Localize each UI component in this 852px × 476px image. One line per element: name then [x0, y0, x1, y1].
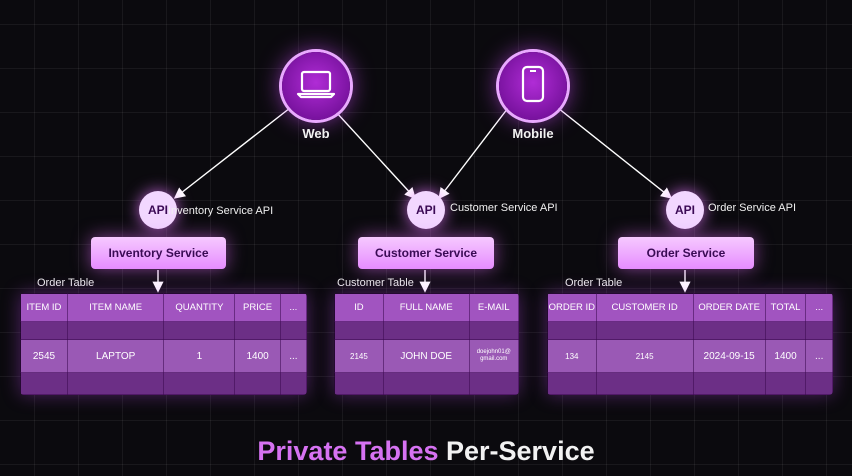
- table-header-row: ITEM ID ITEM NAME QUANTITY PRICE ...: [20, 293, 307, 322]
- order-api-label: Order Service API: [708, 202, 797, 214]
- laptop-icon: [296, 68, 336, 105]
- slide-title: Private Tables Per-Service: [0, 436, 852, 467]
- table-cell: 134: [547, 339, 597, 373]
- inventory-api-node: API: [139, 191, 177, 229]
- table-cell: 2145: [334, 339, 384, 373]
- customer-api-label: Customer Service API: [450, 202, 558, 214]
- column-header: ITEM NAME: [66, 293, 165, 322]
- arrow-web-to-inventory-api: [173, 107, 291, 199]
- customer-table: ID FULL NAME E-MAIL 2145 JOHN DOE doejoh…: [334, 293, 519, 395]
- table-row: 2145 JOHN DOE doejohn01@ gmail.com: [334, 339, 519, 373]
- arrow-mobile-to-customer-api: [438, 107, 509, 200]
- mobile-client-node: [499, 52, 567, 120]
- column-header: PRICE: [234, 293, 281, 322]
- column-header: ID: [334, 293, 384, 322]
- table-row: 134 2145 2024-09-15 1400 ...: [547, 339, 833, 373]
- customer-api-node: API: [407, 191, 445, 229]
- table-cell: 1400: [234, 339, 281, 373]
- table-cell: 2545: [20, 339, 68, 373]
- order-api-node: API: [666, 191, 704, 229]
- smartphone-icon: [520, 65, 546, 108]
- inventory-table-caption: Order Table: [37, 277, 95, 289]
- table-spacer-row: [20, 372, 307, 395]
- title-accent: Private Tables: [257, 436, 439, 466]
- table-cell: 1400: [764, 339, 807, 373]
- table-cell: 2024-09-15: [692, 339, 766, 373]
- inventory-order-table: ITEM ID ITEM NAME QUANTITY PRICE ... 254…: [20, 293, 307, 395]
- column-header: ORDER DATE: [692, 293, 766, 322]
- order-service-box: Order Service: [618, 237, 754, 269]
- table-header-row: ID FULL NAME E-MAIL: [334, 293, 519, 322]
- column-header: QUANTITY: [163, 293, 236, 322]
- column-header: FULL NAME: [382, 293, 470, 322]
- table-cell: doejohn01@ gmail.com: [468, 339, 519, 373]
- table-cell: ...: [279, 339, 307, 373]
- web-client-label: Web: [302, 126, 330, 141]
- customer-service-box: Customer Service: [358, 237, 494, 269]
- column-header: ORDER ID: [547, 293, 597, 322]
- table-spacer-row: [547, 321, 833, 340]
- arrow-web-to-customer-api: [335, 111, 416, 200]
- column-header: CUSTOMER ID: [595, 293, 694, 322]
- table-spacer-row: [334, 321, 519, 340]
- column-header: ITEM ID: [20, 293, 68, 322]
- arrow-mobile-to-order-api: [557, 107, 673, 199]
- table-spacer-row: [334, 372, 519, 395]
- customer-table-caption: Customer Table: [337, 277, 414, 289]
- table-row: 2545 LAPTOP 1 1400 ...: [20, 339, 307, 373]
- web-client-node: [282, 52, 350, 120]
- table-cell: LAPTOP: [66, 339, 165, 373]
- mobile-client-label: Mobile: [512, 126, 554, 141]
- inventory-api-label: Inventory Service API: [168, 205, 274, 217]
- column-header: ...: [805, 293, 833, 322]
- table-cell: JOHN DOE: [382, 339, 470, 373]
- table-cell: ...: [805, 339, 833, 373]
- column-header: ...: [279, 293, 307, 322]
- order-table-caption: Order Table: [565, 277, 623, 289]
- title-rest: Per-Service: [446, 436, 595, 466]
- table-cell: 2145: [595, 339, 694, 373]
- table-header-row: ORDER ID CUSTOMER ID ORDER DATE TOTAL ..…: [547, 293, 833, 322]
- order-table: ORDER ID CUSTOMER ID ORDER DATE TOTAL ..…: [547, 293, 833, 395]
- column-header: E-MAIL: [468, 293, 519, 322]
- inventory-service-box: Inventory Service: [91, 237, 226, 269]
- column-header: TOTAL: [764, 293, 807, 322]
- table-spacer-row: [20, 321, 307, 340]
- table-cell: 1: [163, 339, 236, 373]
- table-spacer-row: [547, 372, 833, 395]
